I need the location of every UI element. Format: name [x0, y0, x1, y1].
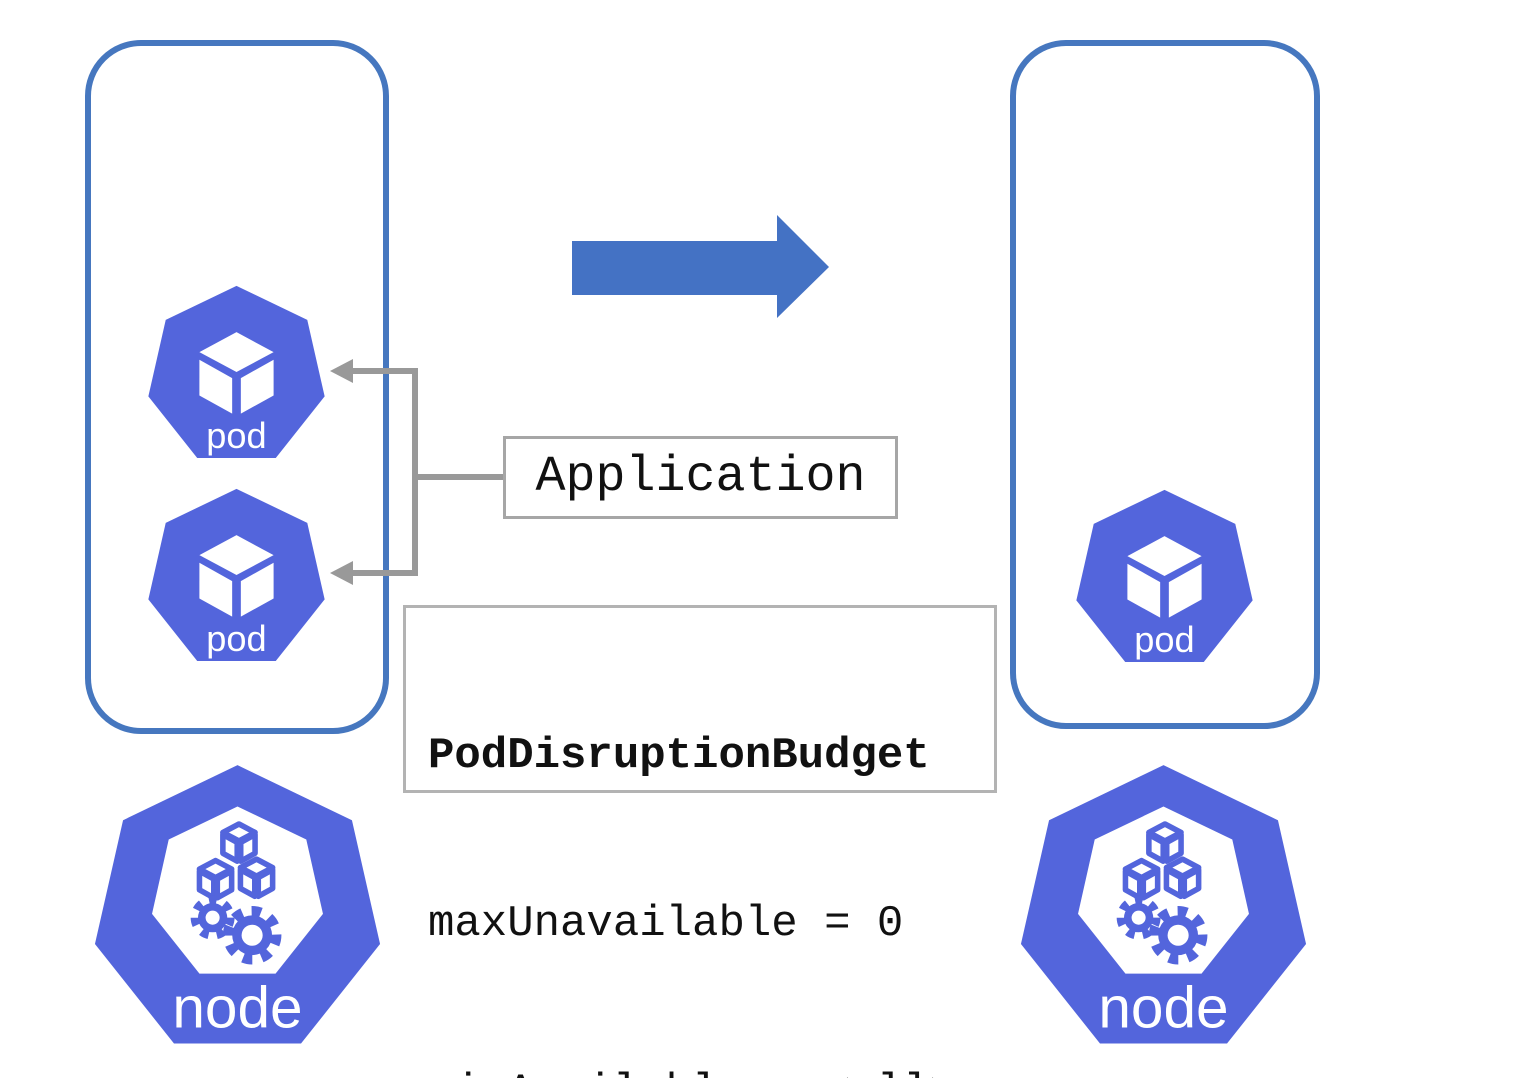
application-connector — [330, 359, 503, 585]
node-icon — [1017, 764, 1310, 1045]
pod-icon — [146, 488, 327, 662]
node-icon — [91, 764, 384, 1045]
pdb-label-box: PodDisruptionBudget maxUnavailable = 0 m… — [403, 605, 997, 1078]
pod-icon — [146, 285, 327, 459]
pdb-max-unavailable: maxUnavailable = 0 — [428, 899, 904, 949]
pod-link-arrow-icon — [330, 359, 353, 383]
transition-arrow-icon — [572, 215, 829, 318]
application-label-box: Application — [503, 436, 898, 519]
pod-link-arrow-icon — [330, 561, 353, 585]
application-label: Application — [535, 449, 866, 506]
right-node-boundary — [1010, 40, 1320, 729]
pdb-min-available: minAvailable = <all> — [428, 1064, 994, 1078]
pod-icon — [1074, 489, 1255, 663]
pdb-title: PodDisruptionBudget — [428, 731, 930, 781]
left-node-boundary — [85, 40, 389, 734]
